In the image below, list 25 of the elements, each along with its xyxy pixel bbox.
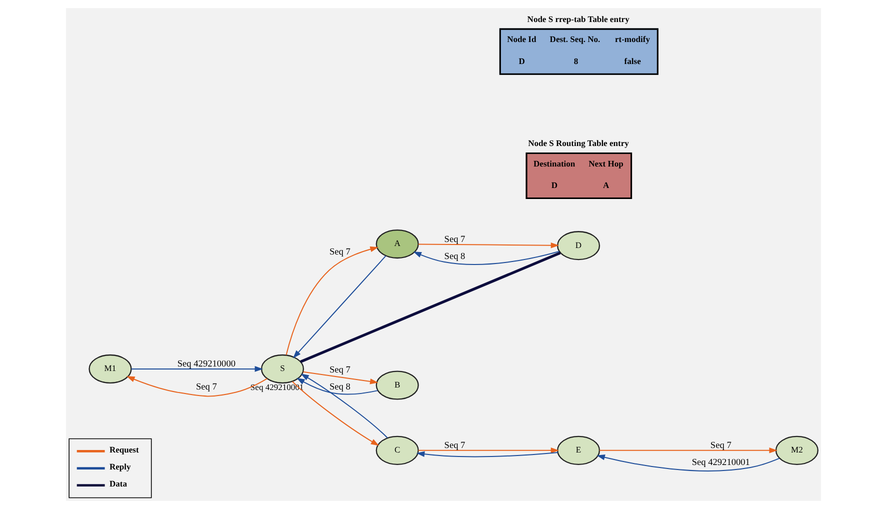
label: Next Hop <box>588 158 623 168</box>
edge-label: Seq 7 <box>710 440 731 451</box>
edge-label: Seq 7 <box>328 366 350 376</box>
legend-label: Reply <box>108 462 130 472</box>
label: Node S Routing Table entry <box>528 138 628 148</box>
label: 8 <box>573 56 578 66</box>
edge-label: Seq 429210000 <box>176 359 235 370</box>
edge-label: Seq 7 <box>195 382 216 393</box>
label: Node S rrep-tab Table entry <box>526 14 629 24</box>
edge-label: Seq 7 <box>444 235 465 246</box>
edge-label: Seq 8 <box>444 252 465 262</box>
label: A <box>602 180 609 190</box>
edge-label: Seq 8 <box>328 382 350 393</box>
legend-label: Data <box>108 478 126 489</box>
label: rt-modify <box>614 34 650 44</box>
label: Destination <box>533 158 575 168</box>
label: Node Id <box>506 34 536 44</box>
label: false <box>624 56 640 66</box>
label: Dest. Seq. No. <box>549 34 600 44</box>
edge-label: Seq 429210001 <box>691 458 750 468</box>
legend-label: Request <box>108 444 138 455</box>
label: D <box>518 56 524 66</box>
edge-label: Seq 7 <box>444 440 465 451</box>
edge-label: Seq 7 <box>328 248 350 258</box>
label: D <box>550 180 558 190</box>
